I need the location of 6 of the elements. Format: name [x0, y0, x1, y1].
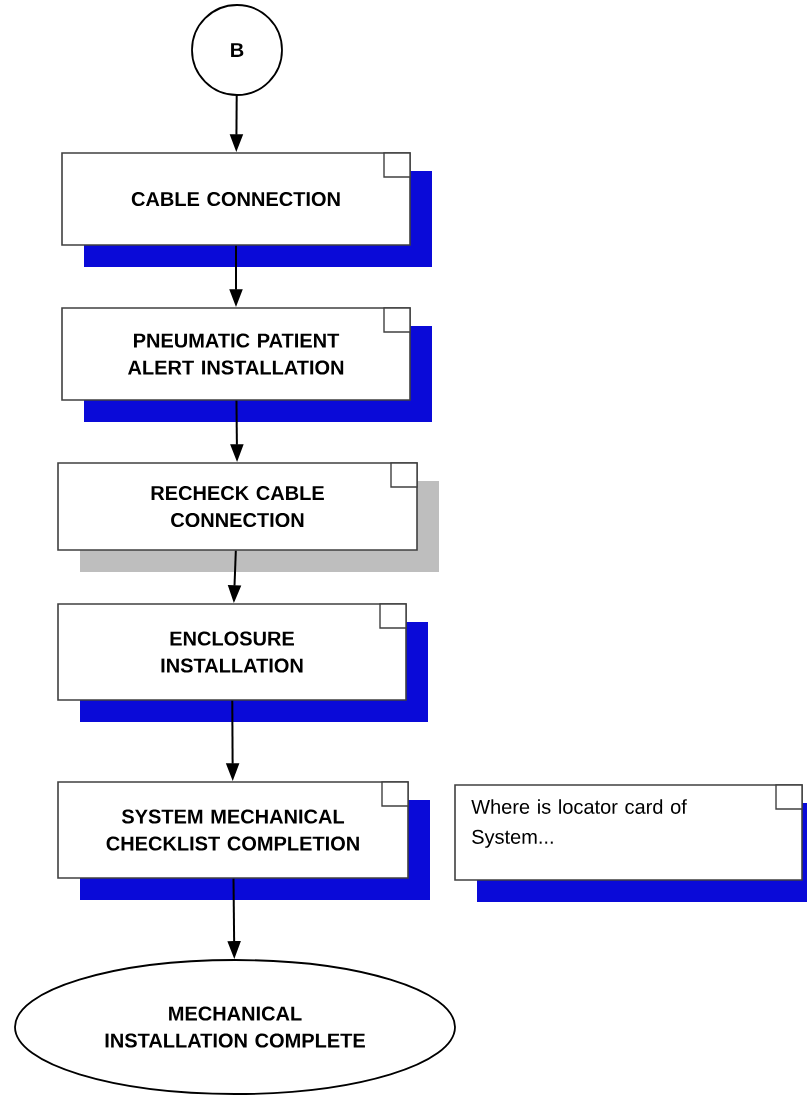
note-box: Where is locator card of System...	[454, 784, 807, 902]
process-box: CABLE CONNECTION	[61, 152, 432, 267]
process-box: SYSTEM MECHANICAL CHECKLIST COMPLETION	[57, 781, 430, 900]
process-box: PNEUMATIC PATIENT ALERT INSTALLATION	[61, 307, 432, 422]
process-box: RECHECK CABLE CONNECTION	[57, 462, 439, 572]
process-box: ENCLOSURE INSTALLATION	[57, 603, 428, 722]
